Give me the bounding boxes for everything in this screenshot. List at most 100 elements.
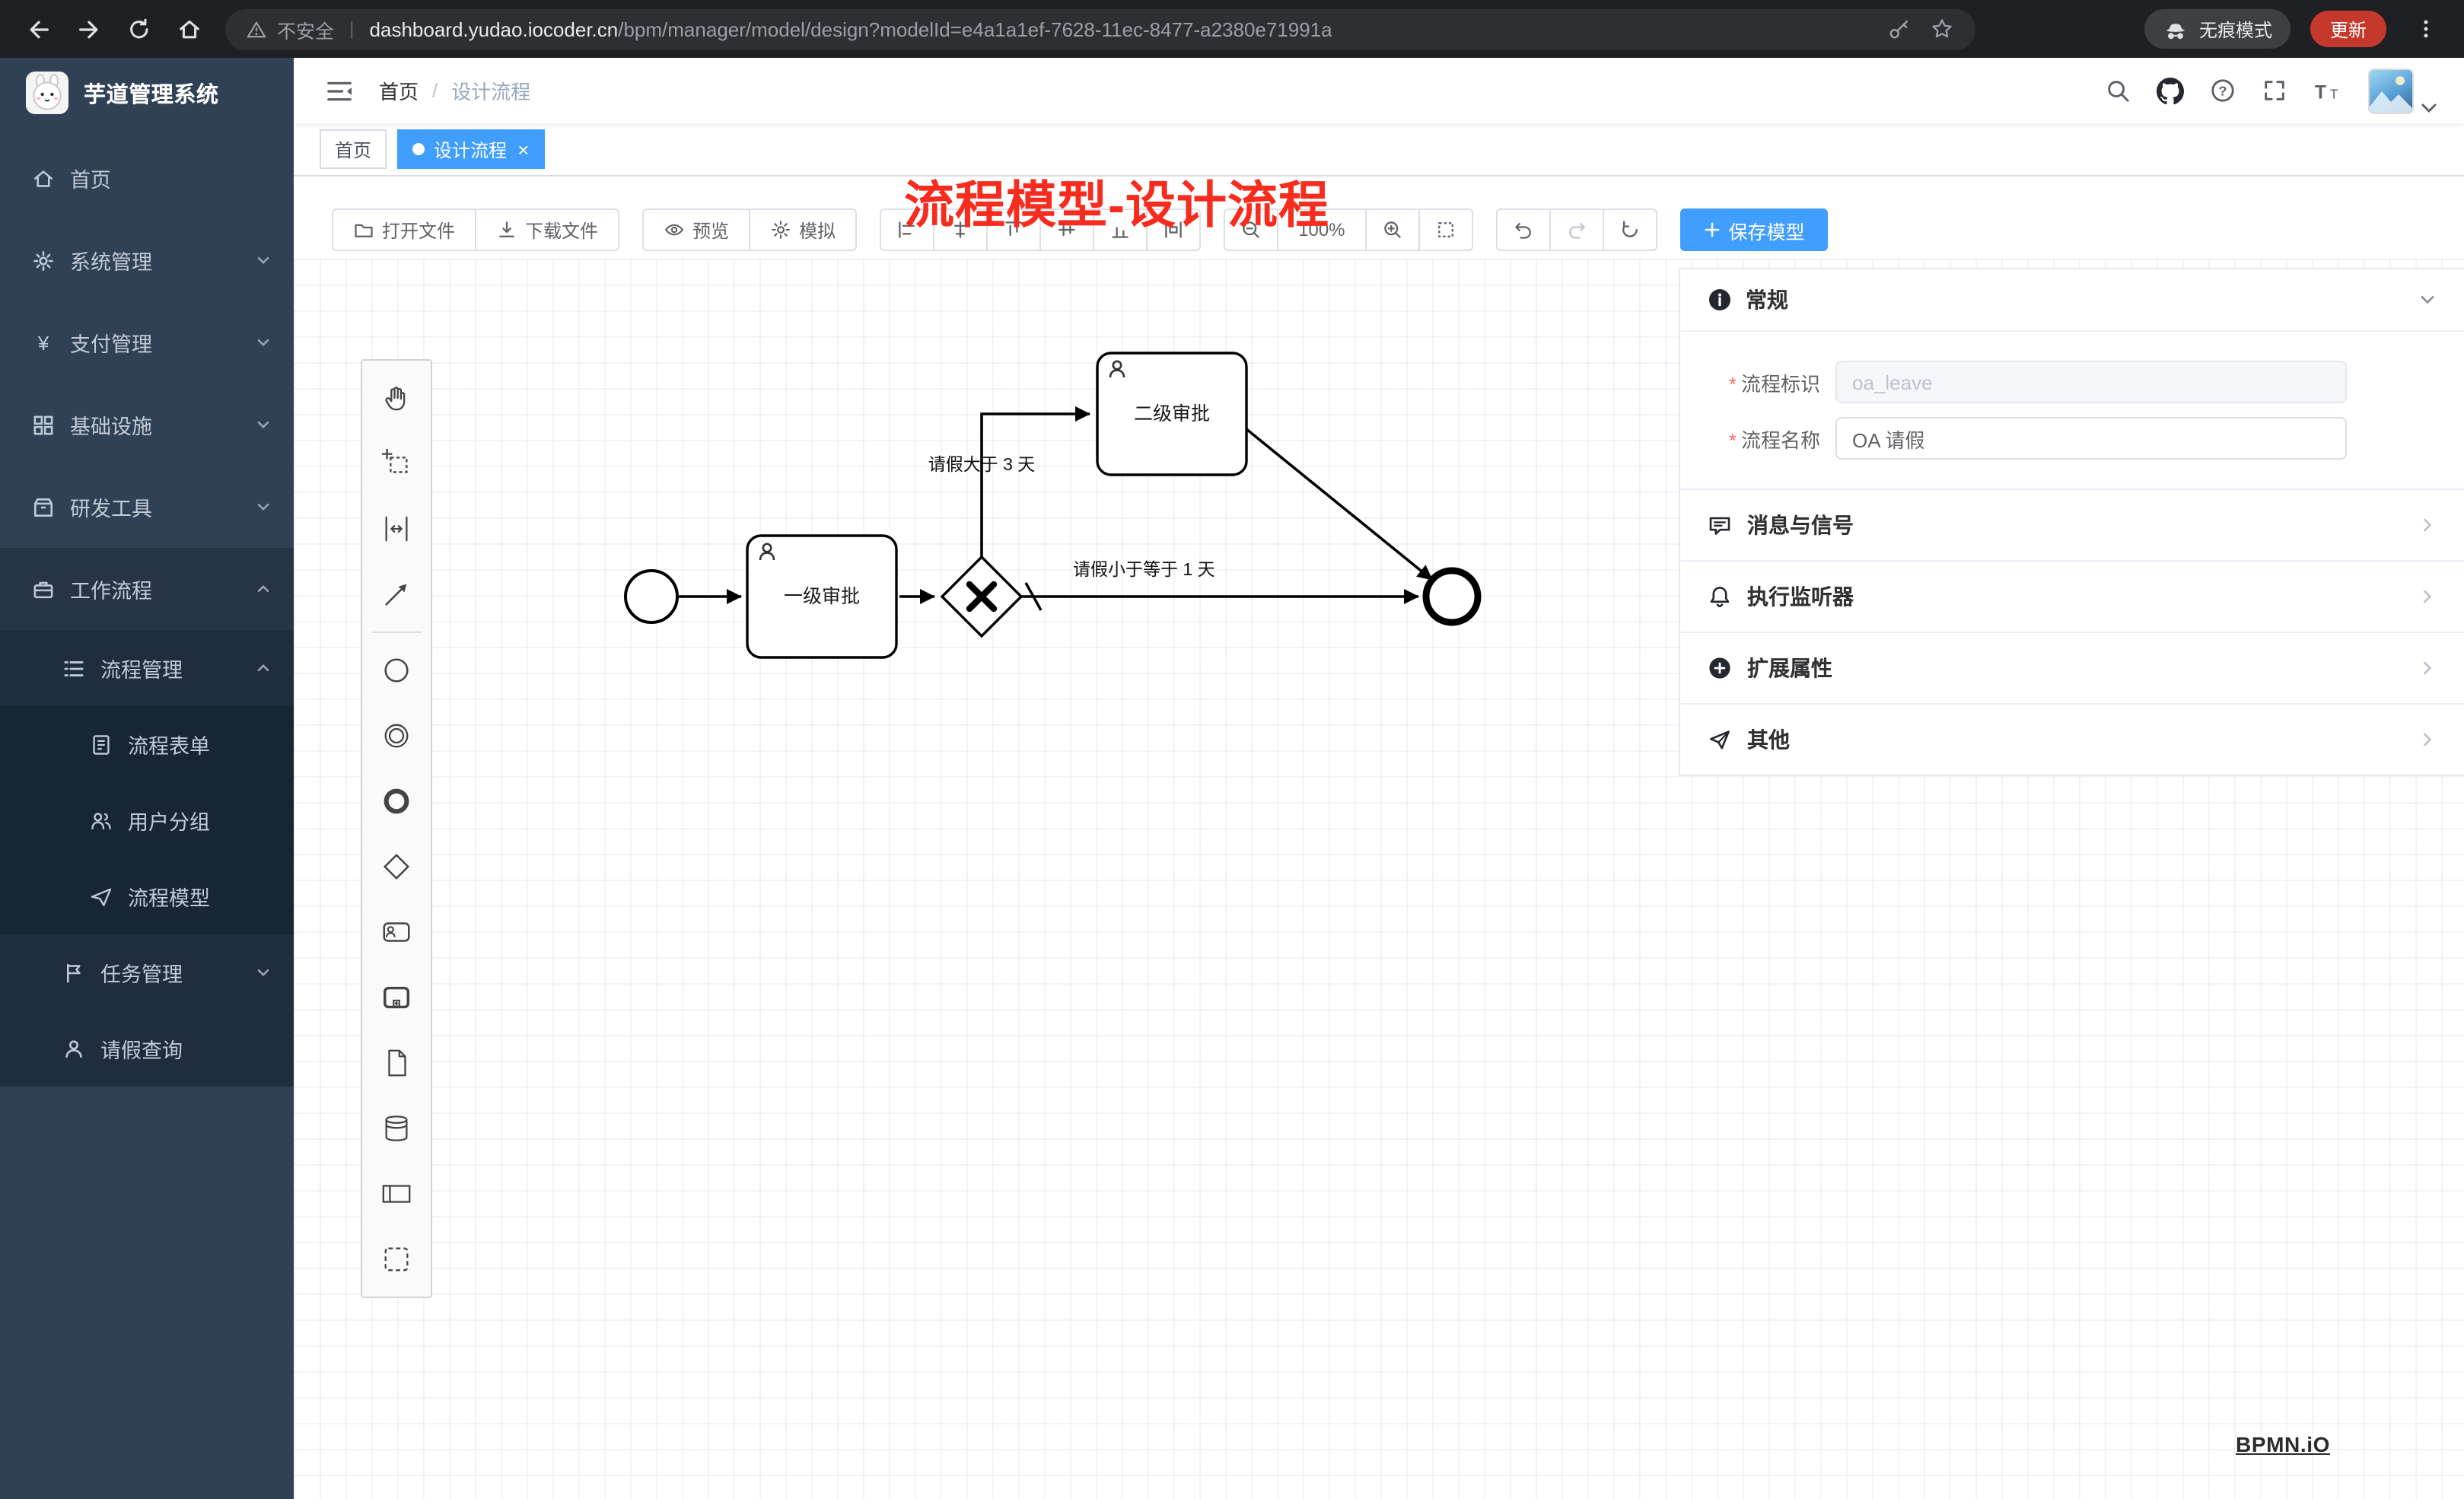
message-icon [1708,513,1732,537]
plus-icon [1703,221,1721,239]
search-icon[interactable] [2105,78,2131,103]
bpmn-diagram[interactable]: 一级审批 二级审批 请假 [294,259,2464,1499]
sidebar-item-task-management[interactable]: 任务管理 [0,934,294,1010]
tag-label: 设计流程 [434,139,508,161]
task1-node[interactable] [746,534,898,659]
palette-create-gateway[interactable] [362,834,431,899]
flow-task2-to-end[interactable] [1245,428,1434,581]
bpmn-io-watermark[interactable]: BPMN.iO [2236,1432,2330,1456]
github-icon[interactable] [2157,77,2184,104]
tag-label: 首页 [335,139,372,161]
align-middle-button[interactable] [1039,208,1095,251]
key-icon[interactable] [1887,17,1912,41]
sidebar-item-home[interactable]: 首页 [0,137,294,219]
fullscreen-icon[interactable] [2262,78,2287,103]
restart-button[interactable] [1602,208,1657,251]
save-model-button[interactable]: 保存模型 [1679,208,1828,251]
palette-create-group[interactable] [362,1227,431,1292]
align-center-button[interactable] [933,208,988,251]
user-task-icon [380,916,412,948]
zoom-out-button[interactable] [1224,208,1279,251]
palette-create-end-event[interactable] [362,769,431,834]
reload-icon[interactable] [119,9,158,49]
hand-tool-icon [380,382,412,414]
star-icon[interactable] [1930,17,1954,41]
zoom-in-button[interactable] [1364,208,1420,251]
sidebar-item-user-groups[interactable]: 用户分组 [0,782,294,858]
palette-global-connect-tool[interactable] [362,562,431,627]
palette-hand-tool[interactable] [362,365,431,431]
security-label[interactable]: 不安全 [277,21,335,42]
section-general[interactable]: 常规 [1680,269,2464,332]
flow-label-le1[interactable]: 请假小于等于 1 天 [1073,559,1215,579]
section-messages-signals[interactable]: 消息与信号 [1680,489,2464,560]
menu-label: 请假查询 [100,1039,183,1062]
download-file-button[interactable]: 下载文件 [475,208,620,251]
sidebar-item-payment[interactable]: ¥ 支付管理 [0,301,294,384]
preview-button[interactable]: 预览 [642,208,751,251]
close-icon[interactable]: × [517,138,530,161]
menu-dots-icon[interactable] [2406,9,2446,49]
logo[interactable]: 芋道管理系统 [0,58,294,128]
address-bar[interactable]: 不安全 | dashboard.yudao.iocoder.cn/bpm/man… [225,8,1975,49]
palette-create-data-object[interactable] [362,1030,431,1096]
redo-button[interactable] [1549,208,1604,251]
menu-label: 基础设施 [70,415,152,438]
palette-create-intermediate-event[interactable] [362,703,431,769]
zoom-reset-button[interactable] [1418,208,1473,251]
sidebar-item-system[interactable]: 系统管理 [0,219,294,301]
sidebar-item-process-models[interactable]: 流程模型 [0,858,294,934]
task2-label: 二级审批 [1134,403,1210,425]
home-icon[interactable] [169,9,209,49]
sidebar-item-leave-query[interactable]: 请假查询 [0,1010,294,1087]
end-event-node[interactable] [1422,567,1482,626]
palette-create-start-event[interactable] [362,638,431,703]
avatar[interactable] [2368,68,2414,113]
palette-create-call-activity[interactable] [362,965,431,1030]
task2-node[interactable] [1096,352,1248,476]
tag-design-process[interactable]: 设计流程 × [397,129,545,169]
palette-create-user-task[interactable] [362,899,431,965]
palette-lasso-tool[interactable] [362,431,431,496]
distribute-button[interactable] [1146,208,1202,251]
breadcrumb-home[interactable]: 首页 [379,81,419,103]
forward-icon[interactable] [68,9,108,49]
palette-create-participant[interactable] [362,1161,431,1227]
open-file-button[interactable]: 打开文件 [332,208,477,251]
sidebar-item-workflow[interactable]: 工作流程 [0,548,294,630]
sidebar-item-infrastructure[interactable]: 基础设施 [0,384,294,466]
incognito-icon [2163,18,2189,40]
app-viewport: 芋道管理系统 首页 系统管理 ¥ 支付管理 [0,58,2464,1499]
user-menu[interactable] [2368,68,2437,113]
zoom-level-button[interactable]: 100% [1277,208,1367,251]
process-name-input[interactable] [1835,417,2347,460]
help-icon[interactable]: ? [2210,78,2236,103]
flow-gateway-to-task2[interactable] [980,406,1090,557]
chevron-down-icon [256,499,271,514]
section-execution-listeners[interactable]: 执行监听器 [1680,560,2464,632]
url-text[interactable]: dashboard.yudao.iocoder.cn/bpm/manager/m… [369,18,1332,40]
section-other[interactable]: 其他 [1680,703,2464,775]
align-left-button[interactable] [880,208,935,251]
palette-space-tool[interactable] [362,496,431,562]
palette-create-data-store[interactable] [362,1096,431,1161]
sidebar-item-process-forms[interactable]: 流程表单 [0,706,294,782]
hamburger-icon[interactable] [320,72,359,109]
sidebar-item-process-management[interactable]: 流程管理 [0,630,294,706]
red-annotation-text: 流程模型-设计流程 [904,177,1329,233]
user-task-icon [1109,360,1125,378]
sidebar-item-devtools[interactable]: 研发工具 [0,466,294,548]
align-bottom-button[interactable] [1093,208,1148,251]
tag-home[interactable]: 首页 [320,129,387,169]
simulate-button[interactable]: 模拟 [749,208,858,251]
start-event-node[interactable] [624,569,679,624]
update-button[interactable]: 更新 [2310,11,2386,47]
process-key-input[interactable] [1835,361,2347,403]
back-icon[interactable] [18,9,58,49]
section-extended-attributes[interactable]: 扩展属性 [1680,632,2464,703]
flow-label-gt3[interactable]: 请假大于 3 天 [928,454,1036,474]
chevron-down-icon [2418,291,2437,309]
undo-button[interactable] [1495,208,1551,251]
briefcase-icon [32,578,55,600]
